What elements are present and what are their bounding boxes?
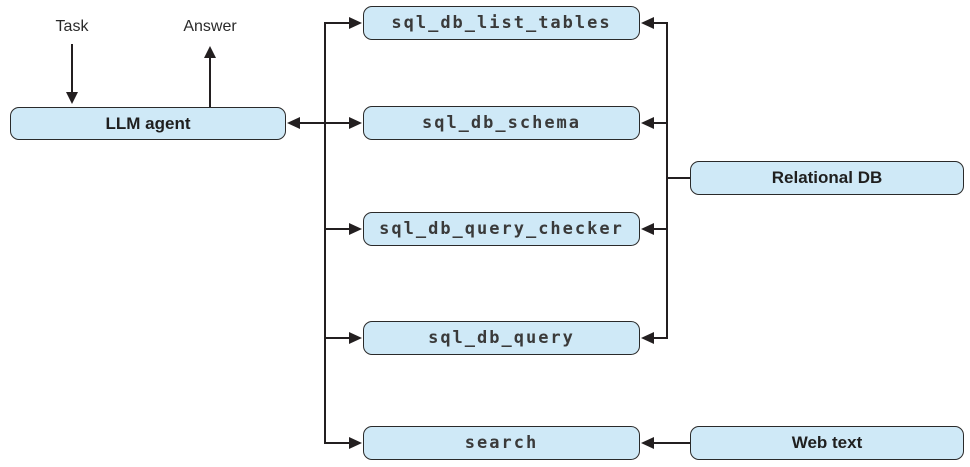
tool-box-sql-db-schema: sql_db_schema: [363, 106, 640, 140]
arrowhead-into-schema-icon: [349, 117, 362, 129]
tool-box-label: sql_db_list_tables: [391, 13, 612, 33]
tool-box-label: sql_db_query: [428, 328, 575, 348]
answer-arrowhead-icon: [204, 46, 216, 58]
agent-tools-spine-line: [324, 22, 326, 443]
branch-line-query-checker: [324, 228, 351, 230]
tool-box-label: search: [464, 433, 539, 453]
tool-box-sql-db-query-checker: sql_db_query_checker: [363, 212, 640, 246]
arrowhead-into-search-from-web-icon: [641, 437, 654, 449]
web-text-connector-line: [653, 442, 690, 444]
arrowhead-into-query-icon: [349, 332, 362, 344]
agent-schema-connector-line: [298, 122, 351, 124]
tool-box-search: search: [363, 426, 640, 460]
db-tools-spine-line: [666, 22, 668, 339]
tool-box-sql-db-query: sql_db_query: [363, 321, 640, 355]
relational-db-box-label: Relational DB: [771, 168, 883, 187]
db-branch-line-query-checker: [651, 228, 668, 230]
arrowhead-into-list-tables-icon: [349, 17, 362, 29]
task-arrowhead-icon: [66, 92, 78, 104]
db-branch-line-list-tables: [651, 22, 668, 24]
db-arrowhead-into-query-checker-icon: [641, 223, 654, 235]
web-text-box: Web text: [690, 426, 964, 460]
task-label: Task: [55, 18, 89, 35]
db-arrowhead-into-query-icon: [641, 332, 654, 344]
db-branch-line-schema: [651, 122, 668, 124]
db-arrowhead-into-schema-icon: [641, 117, 654, 129]
answer-label: Answer: [183, 18, 237, 35]
llm-agent-box-label: LLM agent: [105, 113, 191, 133]
task-arrow-line: [71, 44, 73, 92]
tool-box-sql-db-list-tables: sql_db_list_tables: [363, 6, 640, 40]
branch-line-list-tables: [324, 22, 351, 24]
db-arrowhead-into-list-tables-icon: [641, 17, 654, 29]
arrowhead-into-search-icon: [349, 437, 362, 449]
branch-line-search: [324, 442, 351, 444]
relational-db-box: Relational DB: [690, 161, 964, 195]
web-text-box-label: Web text: [791, 433, 863, 452]
llm-agent-box: LLM agent: [10, 107, 286, 140]
db-branch-line-query: [651, 337, 668, 339]
answer-arrow-line: [209, 57, 211, 107]
arrowhead-into-query-checker-icon: [349, 223, 362, 235]
tool-box-label: sql_db_schema: [421, 113, 582, 133]
branch-line-query: [324, 337, 351, 339]
arrowhead-to-agent-icon: [287, 117, 300, 129]
tool-box-label: sql_db_query_checker: [379, 219, 624, 239]
relational-db-connector-line: [668, 177, 690, 179]
